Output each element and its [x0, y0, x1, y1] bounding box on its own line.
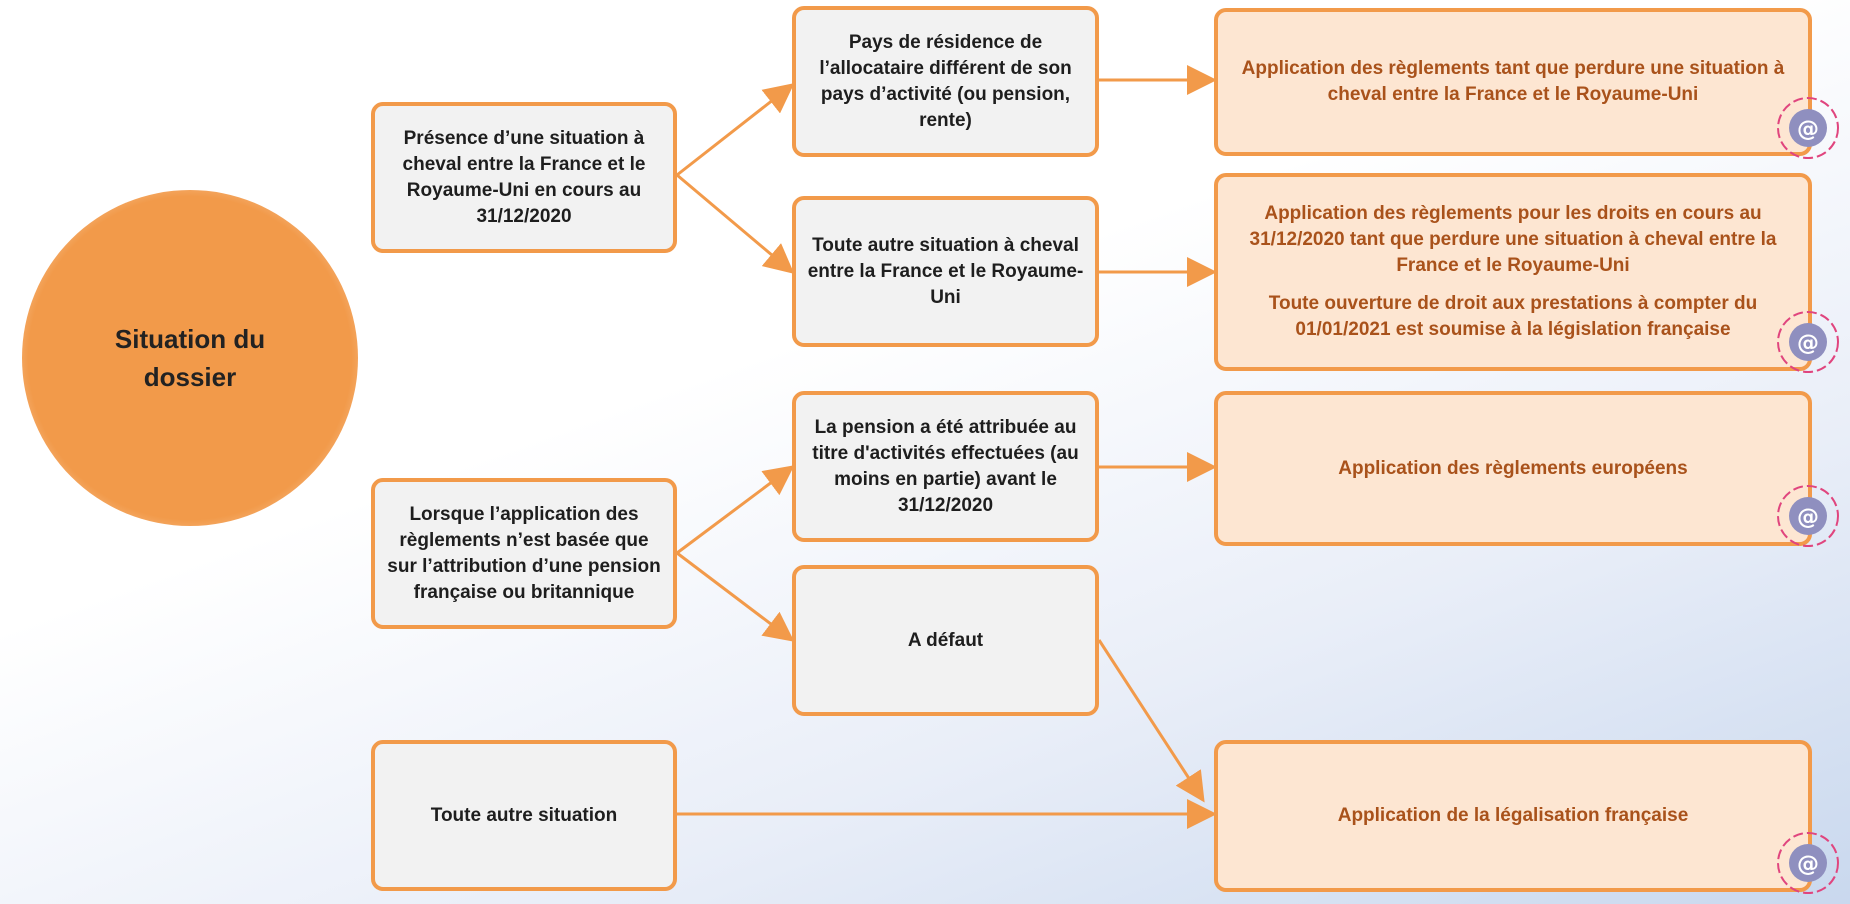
sub-condition-text-1: Pays de résidence de l’allocataire diffé…: [819, 31, 1072, 131]
svg-text:@: @: [1797, 117, 1819, 142]
sub-condition-text-3: La pension a été attribuée au titre d'ac…: [812, 416, 1079, 516]
outcome-box-1: Application des règlements tant que perd…: [1214, 8, 1812, 156]
svg-text:@: @: [1797, 852, 1819, 877]
outcome-text-2b: Toute ouverture de droit aux prestations…: [1268, 293, 1758, 340]
arrow-c2-s4: [676, 551, 795, 642]
outcome-text-4: Application de la légalisation française: [1337, 805, 1689, 826]
doc-service-stamp-icon: @: [1777, 485, 1839, 547]
condition-text-3: Toute autre situation: [430, 804, 618, 826]
arrow-c1-s2: [676, 173, 795, 274]
sub-condition-box-4: A défaut: [792, 565, 1099, 716]
outcome-box-2: Application des règlements pour les droi…: [1214, 173, 1812, 371]
outcome-text-3: Application des règlements européens: [1338, 457, 1688, 479]
doc-service-stamp-icon: @: [1777, 97, 1839, 159]
outcome-text-1: Application des règlements tant que perd…: [1241, 58, 1785, 105]
svg-text:@: @: [1797, 505, 1819, 530]
situation-label: Situation du dossier: [114, 324, 266, 392]
sub-condition-text-2: Toute autre situation à cheval entre la …: [807, 234, 1084, 308]
doc-service-stamp-icon: @: [1777, 832, 1839, 894]
situation-node: Situation du dossier: [22, 190, 358, 526]
outcome-box-4: Application de la légalisation française: [1214, 740, 1812, 892]
outcome-box-3: Application des règlements européens: [1214, 391, 1812, 546]
sub-condition-box-2: Toute autre situation à cheval entre la …: [792, 196, 1099, 347]
svg-text:@: @: [1797, 331, 1819, 356]
condition-box-3: Toute autre situation: [371, 740, 677, 891]
doc-service-stamp-icon: @: [1777, 311, 1839, 373]
condition-box-1: Présence d’une situation à cheval entre …: [371, 102, 677, 253]
condition-box-2: Lorsque l’application des règlements n’e…: [371, 478, 677, 629]
arrow-s4-o4: [1097, 639, 1205, 803]
condition-text-2: Lorsque l’application des règlements n’e…: [387, 503, 661, 603]
arrow-c2-s3: [676, 465, 795, 555]
sub-condition-text-4: A défaut: [907, 629, 984, 651]
outcome-text-2a: Application des règlements pour les droi…: [1249, 203, 1777, 276]
arrow-c1-s1: [676, 83, 795, 177]
sub-condition-box-1: Pays de résidence de l’allocataire diffé…: [792, 6, 1099, 157]
sub-condition-box-3: La pension a été attribuée au titre d'ac…: [792, 391, 1099, 542]
condition-text-1: Présence d’une situation à cheval entre …: [402, 127, 646, 227]
